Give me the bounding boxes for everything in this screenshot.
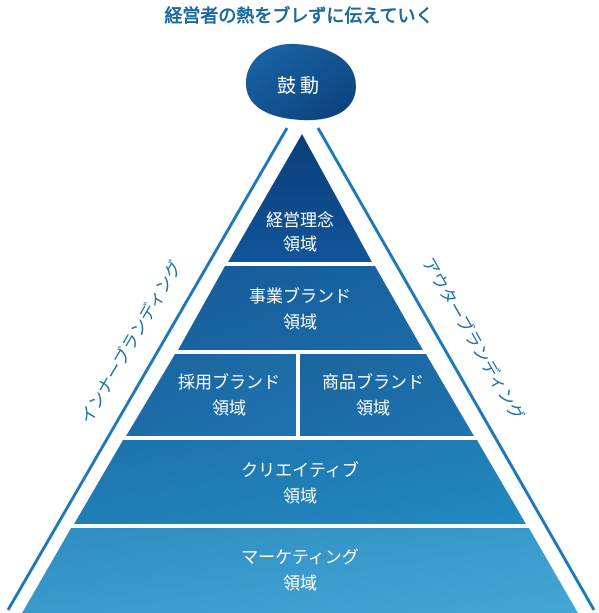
right-side-line <box>316 127 596 611</box>
apex-blob <box>245 43 356 121</box>
tier-business-line2: 領域 <box>283 313 317 333</box>
tier-philosophy-line2: 領域 <box>283 235 317 255</box>
tier-recruit-line1: 採用ブランド <box>178 372 280 393</box>
tier-business <box>178 266 423 350</box>
tier-marketing-line1: マーケティング <box>241 548 359 568</box>
tier-product-line1: 商品ブランド <box>322 372 424 393</box>
tier-product-line2: 領域 <box>356 399 390 419</box>
left-side-line <box>6 127 289 611</box>
tier-recruit <box>126 354 296 436</box>
tier-philosophy-line1: 経営理念 <box>266 210 334 231</box>
apex-label: 鼓動 <box>277 75 323 97</box>
tier-creative-line1: クリエイティブ <box>241 460 359 481</box>
diagram-heading: 経営者の熱をブレずに伝えていく <box>164 5 433 27</box>
tier-marketing <box>22 528 578 613</box>
tier-creative-line2: 領域 <box>283 487 317 507</box>
tier-recruit-line2: 領域 <box>212 399 246 419</box>
tier-creative <box>74 440 526 524</box>
tier-business-line1: 事業ブランド <box>249 286 351 307</box>
tier-product <box>300 354 474 436</box>
tier-philosophy <box>228 134 372 262</box>
tier-marketing-line2: 領域 <box>283 574 317 594</box>
